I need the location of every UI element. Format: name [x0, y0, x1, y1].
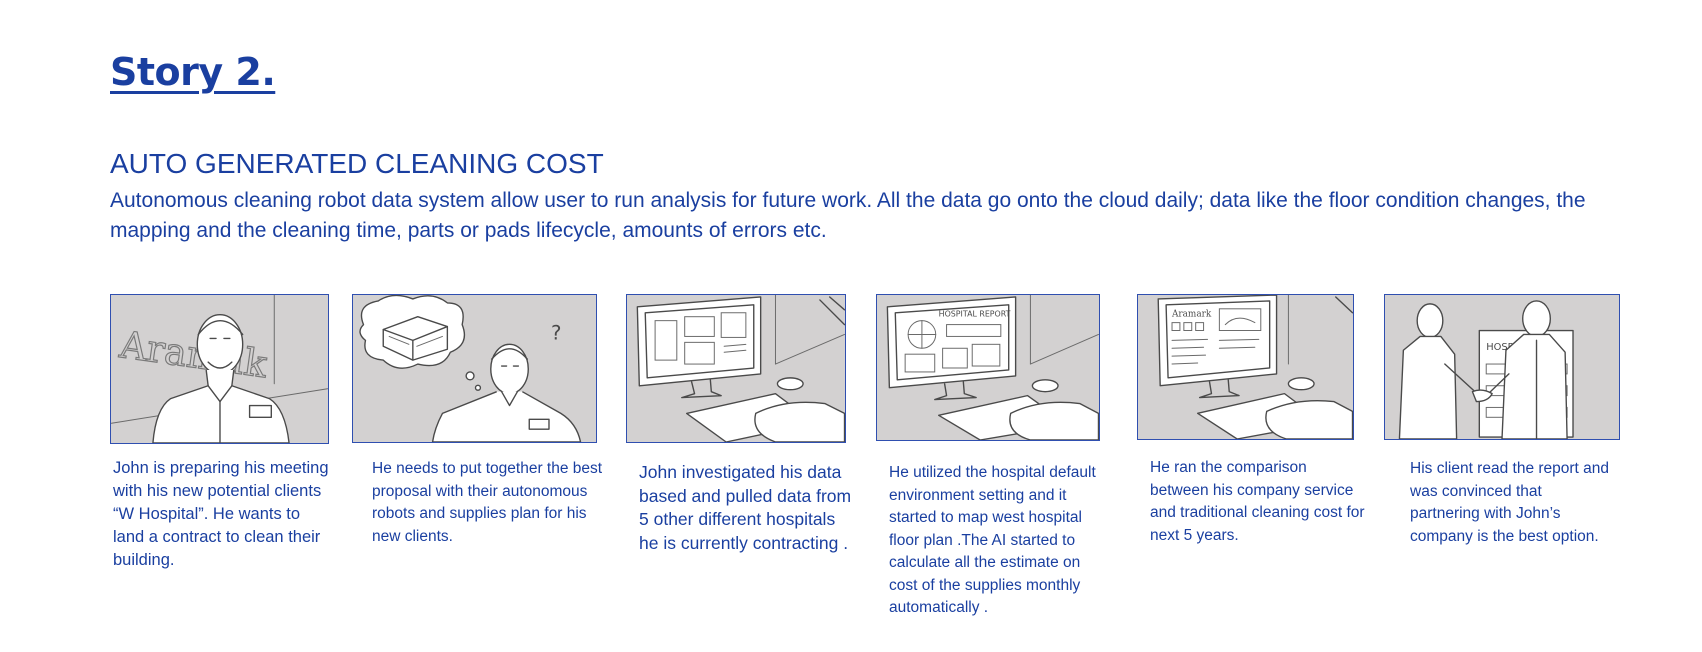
storyboard-panel-4: HOSPITAL REPORT — [876, 294, 1100, 441]
section-heading: AUTO GENERATED CLEANING COST — [110, 148, 604, 179]
panel-1-caption: John is preparing his meeting with his n… — [113, 459, 329, 569]
storyboard-panel-5: Aramark — [1137, 294, 1354, 440]
storyboard-panel-1: Aramak — [110, 294, 329, 444]
storyboard-panel-6: HOSPITAL — [1384, 294, 1620, 440]
panel-2-caption: He needs to put together the best propos… — [372, 460, 603, 545]
wall-logo-text: Aramak — [116, 322, 270, 386]
john-preparing-sketch: Aramak — [111, 295, 328, 443]
storyboard-panel-3 — [626, 294, 846, 443]
screen-brand-text: Aramark — [1171, 310, 1212, 320]
panel-5-caption: He ran the comparison between his compan… — [1150, 459, 1365, 544]
handshake-sketch: HOSPITAL — [1398, 300, 1574, 439]
proposal-thinking-sketch: ? — [359, 295, 582, 442]
data-investigation-sketch — [636, 295, 845, 442]
storyboard-panel-2: ? — [352, 294, 597, 443]
question-mark: ? — [551, 321, 561, 344]
cost-comparison-sketch: Aramark — [1157, 295, 1353, 439]
screen-report-title: HOSPITAL REPORT — [939, 310, 1011, 319]
section-description: Autonomous cleaning robot data system al… — [110, 189, 1586, 242]
panel-3-caption: John investigated his data based and pul… — [639, 462, 852, 553]
hospital-mapping-sketch: HOSPITAL REPORT — [886, 295, 1099, 440]
panel-6-caption: His client read the report and was convi… — [1410, 460, 1610, 545]
panel-4-caption: He utilized the hospital default environ… — [889, 464, 1096, 616]
story-title: Story 2. — [110, 50, 276, 94]
